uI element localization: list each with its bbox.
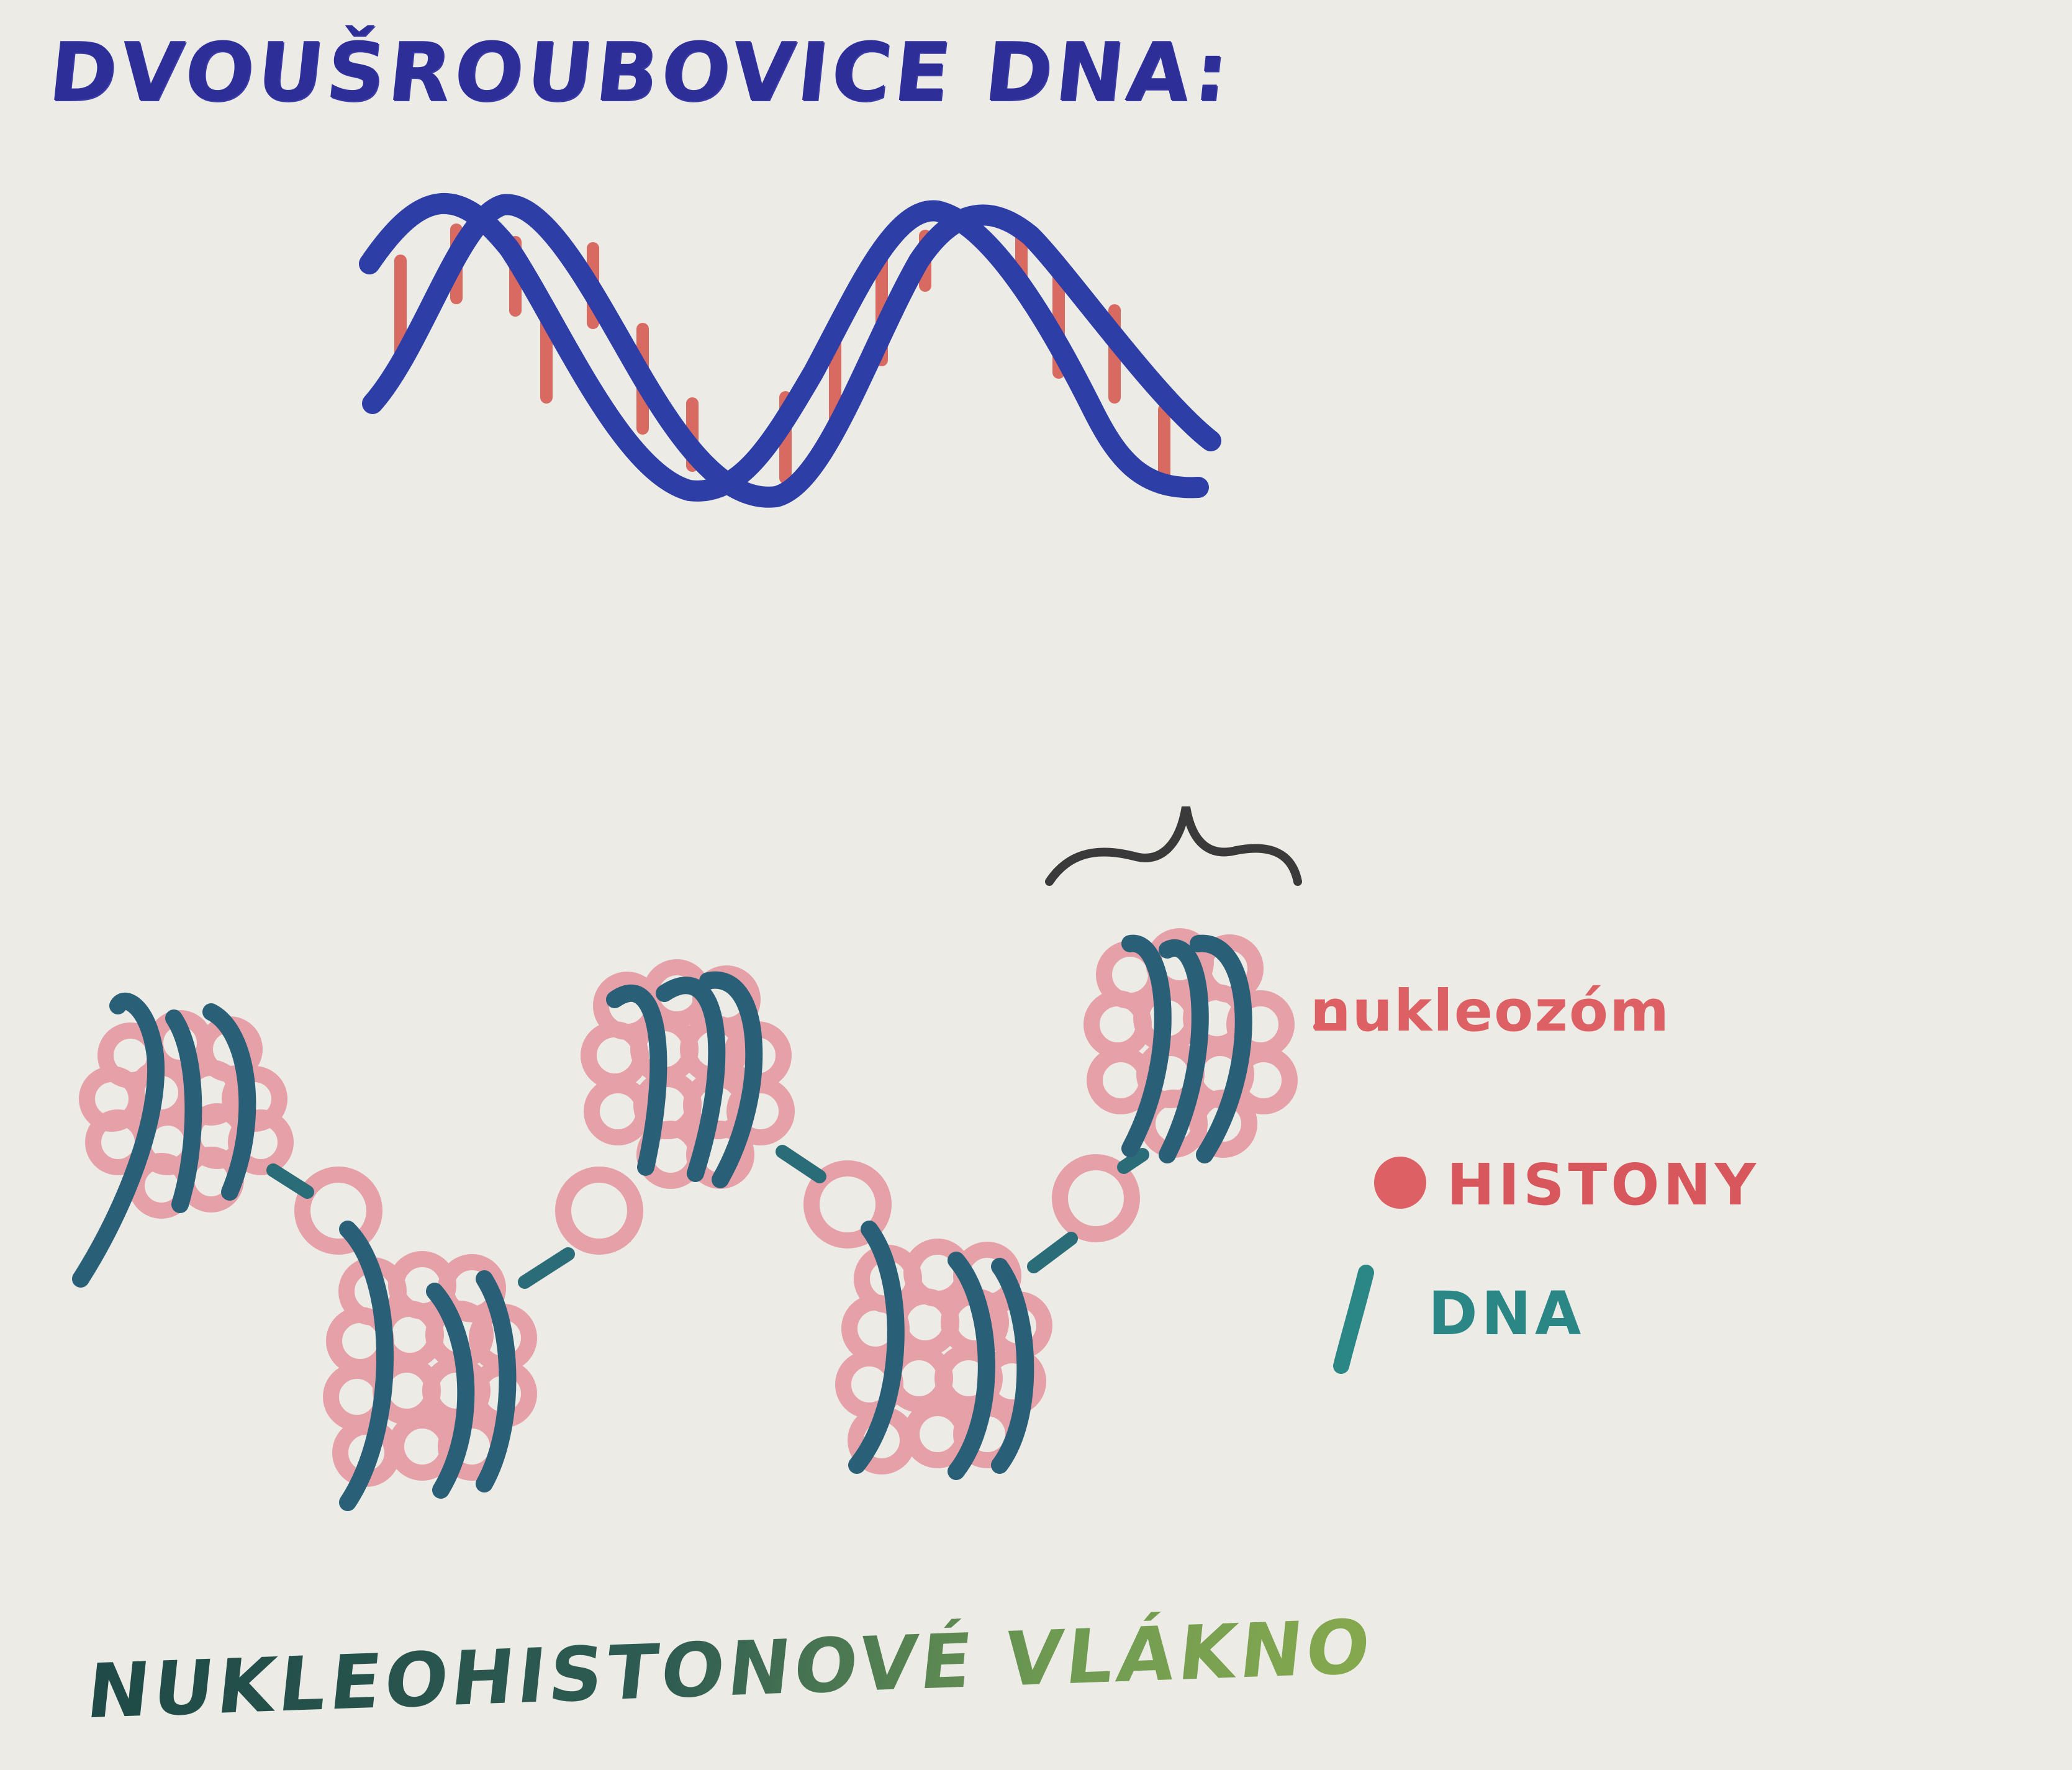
histone-legend-dot xyxy=(1374,1157,1426,1209)
dna-wraps xyxy=(72,934,1252,1511)
linker-dna xyxy=(266,1145,1149,1289)
page-title: DVOUŠROUBOVICE DNA: xyxy=(45,25,1236,119)
histone-clusters xyxy=(79,928,1298,1487)
dna-helix-backbones xyxy=(359,192,1221,508)
nucleosome-label-dash xyxy=(1313,1023,1344,1031)
dna-legend-stroke xyxy=(1333,1265,1374,1374)
nucleosome-label: nukleozóm xyxy=(1310,978,1670,1044)
dna-label: DNA xyxy=(1428,1279,1585,1348)
brace-mark xyxy=(1045,806,1302,886)
histones-label: HISTONY xyxy=(1447,1152,1760,1218)
